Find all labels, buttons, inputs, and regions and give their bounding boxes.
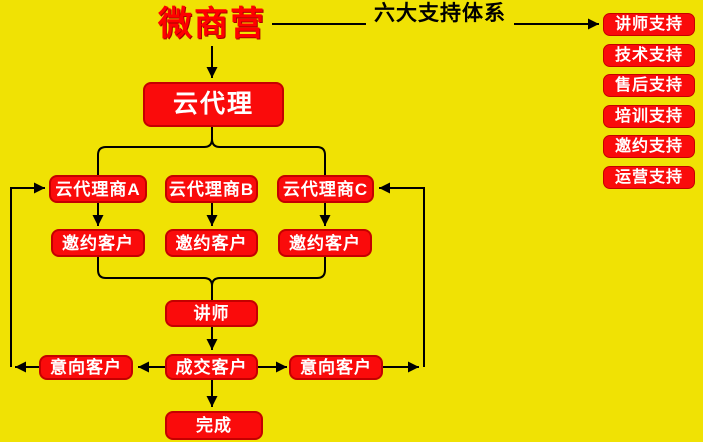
node-cloud-dealer-b: 云代理商B [165,175,258,203]
node-invite-clients-a: 邀约客户 [51,229,145,257]
node-support-lecturer: 讲师支持 [603,13,695,36]
node-support-invitation: 邀约支持 [603,135,695,158]
node-cloud-dealer-a: 云代理商A [49,175,147,203]
node-lecturer: 讲师 [165,300,258,327]
node-cloud-agent: 云代理 [143,82,284,127]
split-bracket-left [97,138,213,175]
merge-bracket-left [97,257,213,287]
node-support-technical: 技术支持 [603,44,695,67]
node-cloud-dealer-c: 云代理商C [277,175,374,203]
feedback-loop-left-to-agent-a [10,182,45,367]
feedback-loop-right-to-agent-c [379,182,425,367]
split-bracket-right [211,138,326,175]
node-support-training: 培训支持 [603,105,695,128]
node-done: 完成 [165,411,263,440]
node-deal-clients: 成交客户 [165,354,258,380]
merge-bracket-right [211,257,326,287]
node-intent-clients-right: 意向客户 [289,355,383,380]
node-intent-clients-left: 意向客户 [39,355,133,380]
node-invite-clients-c: 邀约客户 [278,229,372,257]
node-support-aftersales: 售后支持 [603,74,695,97]
page-title: 微商营 [158,5,266,43]
node-support-operations: 运营支持 [603,166,695,189]
node-invite-clients-b: 邀约客户 [165,229,258,257]
support-system-heading: 六大支持体系 [366,1,514,27]
